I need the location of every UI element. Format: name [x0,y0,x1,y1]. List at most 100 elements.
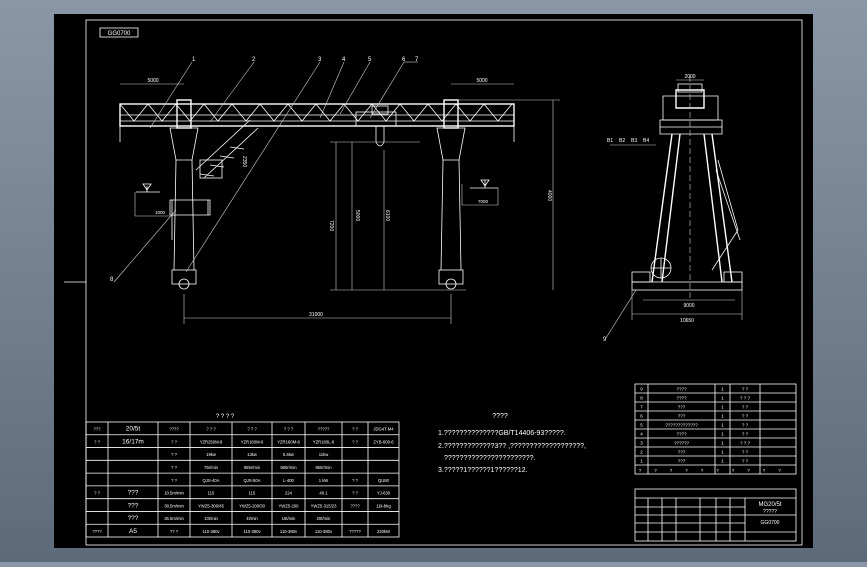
parts-header-cell: ? [732,468,735,473]
param-cell: ? ? ? [284,427,294,432]
param-cell: 20t/min [317,516,331,521]
dim-top-left: 5000 [147,78,158,84]
param-cell: 955r/min [244,465,261,470]
param-cell: ? ? ? [206,427,216,432]
parts-header-cell: ? [670,468,673,473]
sheet-border [85,19,803,546]
parts-header-cell: ? [716,468,719,473]
parts-cell: 1 [721,414,724,419]
parts-cell: ??? [678,450,686,455]
parts-cell: 1 [721,459,724,464]
param-cell: ? ? [94,439,100,444]
drawing-sheet [54,14,813,548]
parts-cell: 9 [640,387,643,392]
side-label-b4: B4 [643,138,649,144]
param-cell: 115 [249,491,256,496]
param-cell: YWZ5-300/45 [198,503,225,508]
param-cell: ? ? [171,478,177,483]
param-cell: ????? [349,529,361,534]
param-cell: ????? [318,427,330,432]
parts-header-cell: ? [654,468,657,473]
parts-header-cell: ? [747,468,750,473]
parts-cell: 7 [640,405,643,410]
parts-cell: ??? [678,414,686,419]
side-label-b2: B2 [619,138,625,144]
parts-cell: 1 [721,432,724,437]
param-cell: ??? [94,427,102,432]
param-cell: YWZ5-200/30 [239,503,266,508]
parts-cell: ? ? [742,414,749,419]
param-cell: ? ? [352,427,358,432]
dim-v-1: 7200 [328,220,334,231]
param-cell: 38.5m/min [164,503,184,508]
side-label-b3: B3 [631,138,637,144]
parts-cell: ? ? [742,459,749,464]
param-cell: 4t/min [246,516,258,521]
param-cell: 10.5m/min [164,491,184,496]
parts-cell: ?????? [674,441,690,446]
title-subtitle: ????? [763,509,777,515]
param-cell: ? ? [352,478,358,483]
dim-v-5: 2350 [241,156,247,167]
param-cell: 15t/min [282,516,296,521]
parts-header-cell: ? [685,468,688,473]
parts-cell: ? ? [742,387,749,392]
parts-cell: ??? [678,405,686,410]
param-cell: YZR160M-6 [241,439,264,444]
parts-header-cell: ? [763,468,766,473]
parts-header-cell: ? [701,468,704,473]
param-cell: 110-380v [202,529,220,534]
param-cell: 20/5t [126,426,141,433]
parts-list: 9????1? ?8????1? ? ?7???1? ?6???1? ?5???… [634,383,797,475]
param-cell: ???? [350,503,360,508]
parts-cell: ? ? [742,432,749,437]
param-cell: L-400 [283,478,294,483]
parts-cell: ? ? ? [740,441,751,446]
param-cell: YZR250M-8 [200,439,223,444]
dim-h-left: 1000 [155,210,166,215]
dim-span: 31000 [309,312,323,318]
note-line-3: ???????????????????????. [444,455,536,462]
parts-cell: 1 [721,450,724,455]
note-line-2: 2.?????????????3?? ,???????????????????, [438,443,586,450]
param-cell: 1 kW [319,478,329,483]
param-cell: YZR160M-6 [277,439,300,444]
title-block [634,488,797,542]
parts-cell: ? ? [742,405,749,410]
param-cell: 13kw [247,452,258,457]
part-num-2: 2 [252,57,256,63]
param-cell: ? ? [352,491,358,496]
front-view-crane [113,61,560,324]
dim-v-4: 4000 [546,190,552,201]
param-cell: YJ-630 [377,491,391,496]
param-cell: 36.5m/min [164,516,184,521]
param-table: ???20/5t????? ? ?? ? ?? ? ??????? ?JDG4T… [85,421,400,538]
param-cell: 950r/min [315,465,332,470]
note-line-1: 1.??????????????GB/T14406-93?????. [438,430,566,437]
side-view-crane [605,76,743,339]
param-cell: ? ? [171,439,177,444]
part-num-4: 4 [342,57,346,63]
parts-cell: 4 [640,432,643,437]
param-cell: QJS-50A [244,478,261,483]
param-cell: ZYB-600-6 [373,439,394,444]
param-cell: 11kw [319,452,329,457]
side-dim-top: 2000 [684,74,695,80]
parts-cell: ???? [676,396,687,401]
dim-v-3: 6100 [384,210,390,221]
note-line-4: 3.?????1??????1??????12. [438,467,528,474]
dim-h-right: 7000 [478,199,489,204]
parts-cell: 3 [640,441,643,446]
parts-cell: 1 [721,441,724,446]
parts-cell: 1 [721,387,724,392]
param-cell: ??? [128,515,139,522]
param-cell: ? ? [352,439,358,444]
parts-cell: 6 [640,414,643,419]
param-cell: 110-380v [315,529,333,534]
param-cell: 110-380v [280,529,298,534]
param-cell: ??? [128,490,139,497]
parts-cell: 1 [721,396,724,401]
part-num-9: 9 [603,337,607,343]
